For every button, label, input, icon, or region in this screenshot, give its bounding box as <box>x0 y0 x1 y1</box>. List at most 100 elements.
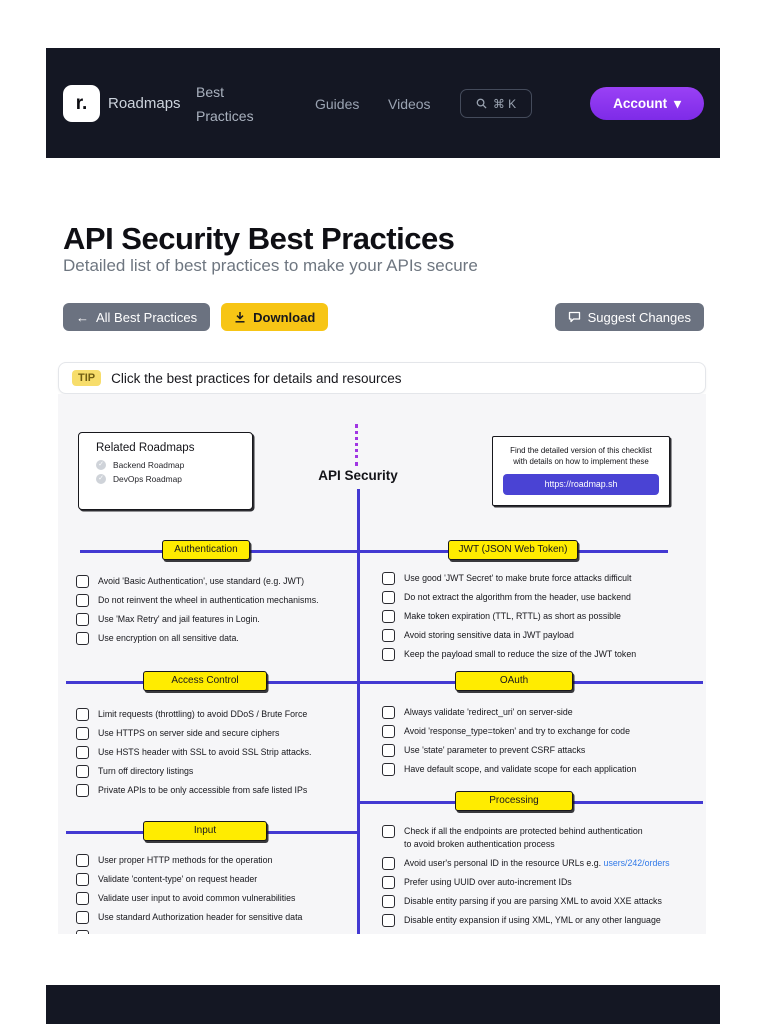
checklist-item-text: Keep the payload small to reduce the siz… <box>404 649 637 659</box>
nav-item-best-practices[interactable]: Best Practices <box>196 84 254 124</box>
all-best-practices-button[interactable]: ← All Best Practices <box>63 303 211 331</box>
checklist-item[interactable]: Use HSTS header with SSL to avoid SSL St… <box>76 746 360 759</box>
checkbox[interactable] <box>382 610 395 623</box>
checkbox[interactable] <box>382 706 395 719</box>
section-label-processing[interactable]: Processing <box>455 791 573 811</box>
checklist-item[interactable]: Keep the payload small to reduce the siz… <box>382 648 704 661</box>
related-roadmap-label: DevOps Roadmap <box>113 474 182 484</box>
checklist-item[interactable]: Use good 'JWT Secret' to make brute forc… <box>382 572 704 585</box>
download-button[interactable]: Download <box>221 303 329 331</box>
checklist-item[interactable] <box>76 930 360 934</box>
checkbox[interactable] <box>382 744 395 757</box>
checkbox[interactable] <box>76 746 89 759</box>
checkbox[interactable] <box>382 572 395 585</box>
checklist-item[interactable]: Use standard Authorization header for se… <box>76 911 360 924</box>
chevron-down-icon: ▾ <box>674 95 681 111</box>
checkbox[interactable] <box>76 930 89 934</box>
checkbox[interactable] <box>382 725 395 738</box>
checklist-item-text: Private APIs to be only accessible from … <box>98 785 308 795</box>
suggest-changes-label: Suggest Changes <box>587 309 691 325</box>
checkbox[interactable] <box>76 892 89 905</box>
top-navbar: r. Roadmaps Best Practices Guides Videos… <box>46 48 720 158</box>
checkbox[interactable] <box>382 629 395 642</box>
checkbox[interactable] <box>382 648 395 661</box>
related-roadmaps-box: Related Roadmaps ✓ Backend Roadmap ✓ Dev… <box>78 432 253 510</box>
checklist-item-text: Use HSTS header with SSL to avoid SSL St… <box>98 747 312 757</box>
checklist-item-text: Turn off directory listings <box>98 766 194 776</box>
related-roadmap-backend[interactable]: ✓ Backend Roadmap <box>96 460 252 470</box>
section-label-access-control[interactable]: Access Control <box>143 671 267 691</box>
nav-item-videos[interactable]: Videos <box>388 96 431 112</box>
checkbox[interactable] <box>76 765 89 778</box>
checkbox[interactable] <box>76 575 89 588</box>
checklist-item[interactable]: Turn off directory listings <box>76 765 360 778</box>
checkbox[interactable] <box>76 784 89 797</box>
checklist-item[interactable]: User proper HTTP methods for the operati… <box>76 854 360 867</box>
checklist-processing: Check if all the endpoints are protected… <box>382 825 704 927</box>
related-roadmap-devops[interactable]: ✓ DevOps Roadmap <box>96 474 252 484</box>
checkbox[interactable] <box>76 911 89 924</box>
checklist-item[interactable]: Avoid storing sensitive data in JWT payl… <box>382 629 704 642</box>
checklist-item-text: Use 'Max Retry' and jail features in Log… <box>98 614 260 624</box>
checkbox[interactable] <box>76 873 89 886</box>
section-label-oauth[interactable]: OAuth <box>455 671 573 691</box>
checklist-item-text: Avoid 'response_type=token' and try to e… <box>404 726 630 736</box>
section-label-input[interactable]: Input <box>143 821 267 841</box>
search-input[interactable]: ⌘ K <box>460 89 532 118</box>
chat-bubble-icon <box>568 311 581 323</box>
checklist-item-text: Avoid user's personal ID in the resource… <box>404 858 670 868</box>
checklist-item[interactable]: Avoid 'response_type=token' and try to e… <box>382 725 704 738</box>
inline-link[interactable]: users/242/orders <box>603 858 670 868</box>
suggest-changes-button[interactable]: Suggest Changes <box>554 303 704 331</box>
checklist-item[interactable]: Do not extract the algorithm from the he… <box>382 591 704 604</box>
checkbox[interactable] <box>382 825 395 838</box>
section-label-jwt[interactable]: JWT (JSON Web Token) <box>448 540 578 560</box>
checklist-item[interactable]: Use 'state' parameter to prevent CSRF at… <box>382 744 704 757</box>
checklist-item[interactable]: Validate 'content-type' on request heade… <box>76 873 360 886</box>
checklist-item[interactable]: Use 'Max Retry' and jail features in Log… <box>76 613 360 626</box>
checkbox[interactable] <box>76 613 89 626</box>
checkbox[interactable] <box>76 594 89 607</box>
checklist-item[interactable]: Prefer using UUID over auto-increment ID… <box>382 876 704 889</box>
related-roadmaps-title: Related Roadmaps <box>96 442 195 454</box>
nav-item-guides[interactable]: Guides <box>315 96 360 112</box>
checkbox[interactable] <box>382 857 395 870</box>
checkbox[interactable] <box>382 591 395 604</box>
section-label-authentication[interactable]: Authentication <box>162 540 250 560</box>
roadmap-logo[interactable]: r. <box>63 85 100 122</box>
checklist-item[interactable]: Make token expiration (TTL, RTTL) as sho… <box>382 610 704 623</box>
checklist-item[interactable]: Do not reinvent the wheel in authenticat… <box>76 594 360 607</box>
checklist-item[interactable]: Avoid 'Basic Authentication', use standa… <box>76 575 360 588</box>
checklist-item[interactable]: Avoid user's personal ID in the resource… <box>382 857 704 870</box>
checkbox[interactable] <box>382 763 395 776</box>
checklist-item[interactable]: Use encryption on all sensitive data. <box>76 632 360 645</box>
checklist-item[interactable]: Have default scope, and validate scope f… <box>382 763 704 776</box>
checklist-item[interactable]: Disable entity parsing if you are parsin… <box>382 895 704 908</box>
checkbox[interactable] <box>76 727 89 740</box>
logo-wordmark[interactable]: Roadmaps <box>108 95 181 112</box>
tip-text: Click the best practices for details and… <box>111 370 402 386</box>
checkbox[interactable] <box>382 895 395 908</box>
tip-banner: TIP Click the best practices for details… <box>58 362 706 394</box>
checklist-item[interactable]: Use HTTPS on server side and secure ciph… <box>76 727 360 740</box>
checklist-item[interactable]: Always validate 'redirect_uri' on server… <box>382 706 704 719</box>
checklist-item[interactable]: Limit requests (throttling) to avoid DDo… <box>76 708 360 721</box>
checklist-item[interactable]: Disable entity expansion if using XML, Y… <box>382 914 704 927</box>
roadmap-url-button[interactable]: https://roadmap.sh <box>503 474 659 495</box>
account-button[interactable]: Account ▾ <box>590 87 704 120</box>
checkbox[interactable] <box>76 632 89 645</box>
checklist-item[interactable]: Validate user input to avoid common vuln… <box>76 892 360 905</box>
checklist-item-text: Limit requests (throttling) to avoid DDo… <box>98 709 308 719</box>
checklist-item-text: Do not extract the algorithm from the he… <box>404 592 631 602</box>
checklist-item-text: Validate 'content-type' on request heade… <box>98 874 258 884</box>
checkbox[interactable] <box>382 876 395 889</box>
checkbox[interactable] <box>76 708 89 721</box>
checklist-item[interactable]: Check if all the endpoints are protected… <box>382 825 704 851</box>
all-best-practices-label: All Best Practices <box>96 309 198 325</box>
checkbox[interactable] <box>76 854 89 867</box>
checkbox[interactable] <box>382 914 395 927</box>
checklist-item-text: Disable entity parsing if you are parsin… <box>404 896 662 906</box>
checklist-item[interactable]: Private APIs to be only accessible from … <box>76 784 360 797</box>
checklist-item-text: User proper HTTP methods for the operati… <box>98 855 273 865</box>
checklist-item-text: Prefer using UUID over auto-increment ID… <box>404 877 572 887</box>
